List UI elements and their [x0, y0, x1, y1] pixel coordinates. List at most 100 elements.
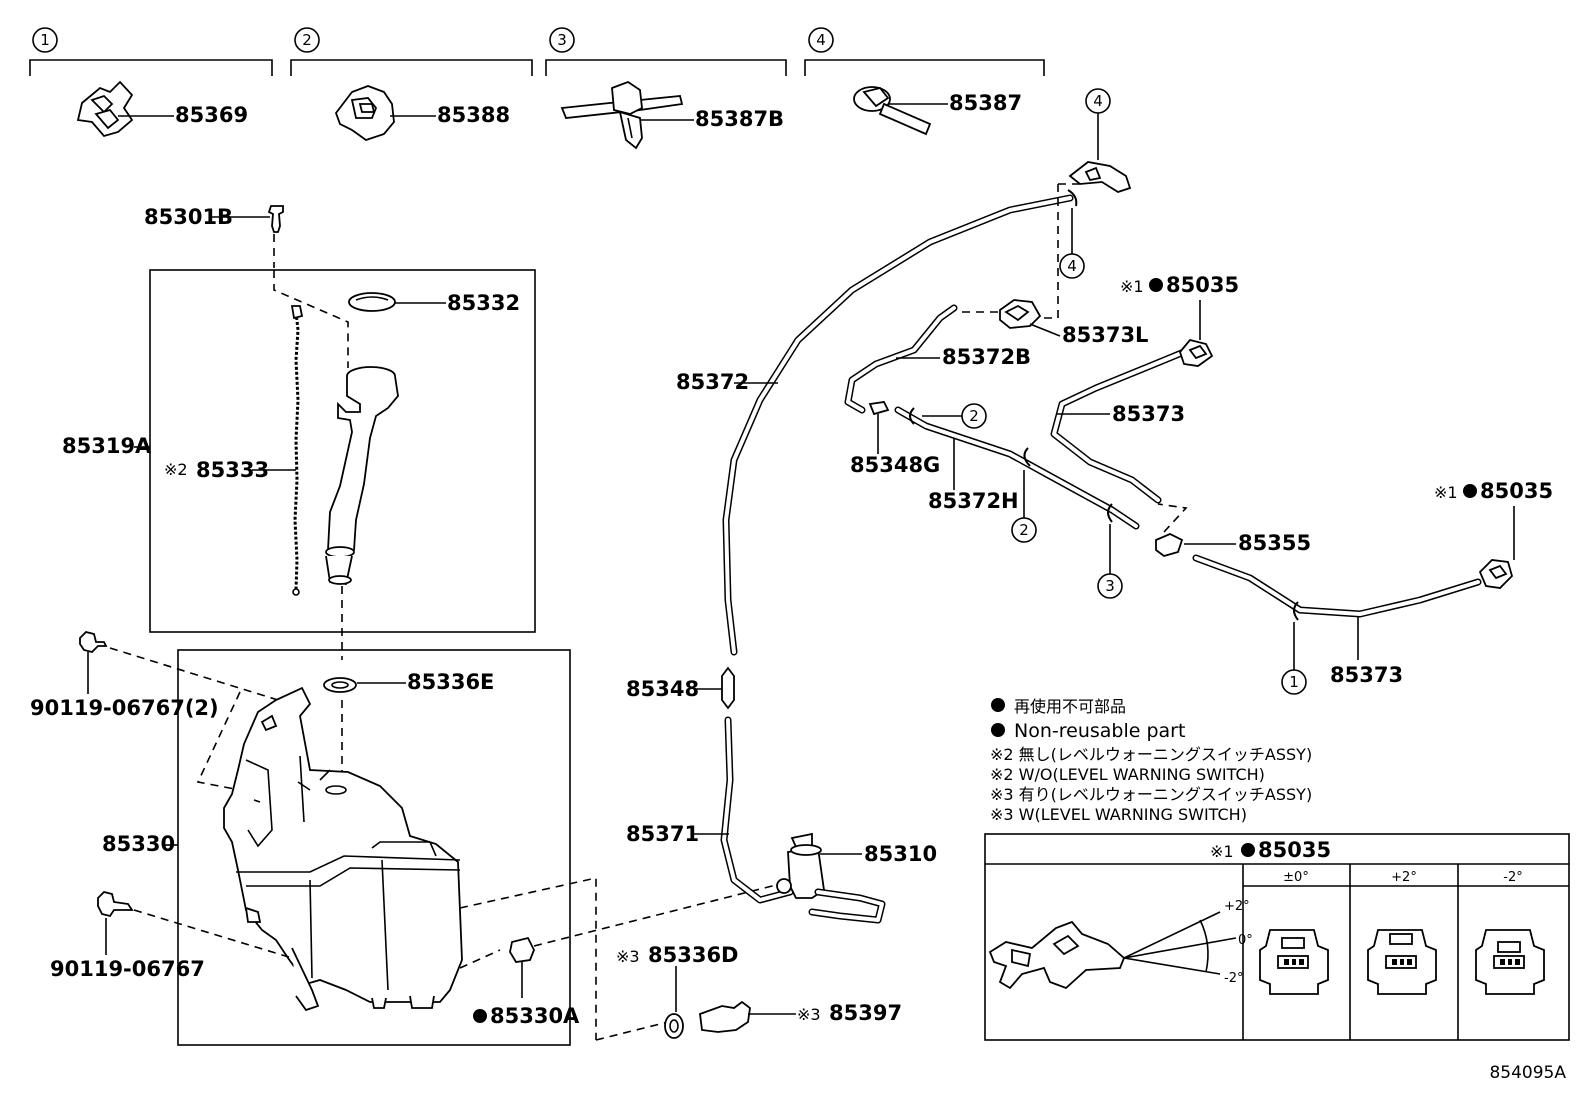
legend-line-4: ※2 W/O(LEVEL WARNING SWITCH)	[990, 765, 1265, 784]
group-bracket	[545, 59, 787, 76]
table-col-1: +2°	[1391, 870, 1417, 885]
part-label-85330A: 85330A	[490, 1004, 580, 1028]
strainer-85333-chain	[252, 305, 304, 596]
mark-85035-b: ※1	[1434, 483, 1458, 502]
clip-85387B-drawing	[560, 80, 694, 150]
part-label-85336E: 85336E	[407, 670, 494, 694]
clip-group-2: 2 85388	[290, 27, 533, 141]
group-bracket	[29, 59, 273, 76]
part-label-85372: 85372	[676, 370, 749, 394]
part-label-85336D: 85336D	[648, 943, 739, 967]
leader-dashed	[1030, 184, 1059, 319]
clip-group-1: 1 85369	[29, 27, 273, 138]
nozzle-85373L: 85373L	[999, 299, 1148, 347]
legend-line-2: Non-reusable part	[1014, 720, 1185, 742]
part-label-85035-a: 85035	[1166, 273, 1239, 297]
non-reusable-dot	[1149, 278, 1163, 292]
legend: 再使用不可部品 Non-reusable part ※2 無し(レベルウォーニン…	[990, 697, 1312, 824]
non-reusable-dot	[991, 698, 1005, 712]
part-label-85348G: 85348G	[850, 453, 940, 477]
grommet-85336E: 85336E	[323, 670, 494, 694]
hose-85371: 85371	[626, 716, 794, 904]
grommet-85330A: 85330A	[473, 936, 580, 1028]
clip-callout: 1	[1289, 673, 1299, 691]
pump-85310: 85310	[776, 832, 937, 924]
clip-85369-drawing	[76, 80, 174, 138]
clip-callout-circle	[1281, 669, 1307, 695]
part-label-85310: 85310	[864, 842, 937, 866]
clip-callout: 2	[969, 407, 979, 425]
clip-ring	[1067, 189, 1078, 207]
switch-85397: ※3 85397	[699, 1000, 902, 1033]
part-label-85319A: 85319A	[62, 434, 152, 458]
part-label-85369: 85369	[175, 103, 248, 127]
cap-85332: 85332	[348, 291, 520, 315]
hose-85372: 85372	[676, 194, 1074, 656]
group-bracket	[804, 59, 1045, 76]
clip-top-4: 4	[1068, 88, 1132, 193]
group-number: 4	[816, 31, 826, 49]
mark-85333: ※2	[164, 460, 188, 479]
leader-dashed	[109, 647, 279, 701]
group-number-circle	[808, 27, 834, 53]
bolt-90119-06767-2: 90119-06767(2)	[30, 631, 219, 720]
part-label-90119-06767-2: 90119-06767(2)	[30, 696, 219, 720]
part-label-85332: 85332	[447, 291, 520, 315]
mark-85397: ※3	[797, 1005, 821, 1024]
grommet-85336D: ※3 85336D	[616, 943, 739, 1039]
leader-dashed	[273, 270, 349, 368]
bolt-85301B: 85301B	[144, 205, 284, 233]
part-label-85355: 85355	[1238, 531, 1311, 555]
hose-85373-upper: 85373	[1050, 348, 1188, 504]
joint-85348G: 85348G	[850, 401, 940, 477]
table-col-2: -2°	[1503, 870, 1522, 885]
group-number: 1	[40, 31, 50, 49]
part-label-90119-06767: 90119-06767	[50, 957, 205, 981]
clip-callout-circle	[1097, 573, 1123, 599]
part-label-85387B: 85387B	[695, 107, 784, 131]
part-label-85333: 85333	[196, 458, 269, 482]
leader-dashed	[196, 691, 241, 791]
clip-group-3: 3 85387B	[545, 27, 787, 150]
leader-dashed	[595, 1021, 669, 1041]
legend-line-1: 再使用不可部品	[1014, 697, 1126, 716]
clip-callout: 4	[1067, 257, 1077, 275]
clip-callout-circle	[961, 403, 987, 429]
non-reusable-dot	[991, 723, 1005, 737]
clip-callout-circle	[1011, 517, 1037, 543]
clip-group-4: 4 85387	[804, 27, 1045, 136]
table-title-mark: ※1	[1210, 842, 1234, 861]
leader-dashed	[459, 949, 501, 969]
connector-0	[1259, 929, 1329, 995]
legend-line-6: ※3 W(LEVEL WARNING SWITCH)	[990, 805, 1247, 824]
non-reusable-dot	[1241, 843, 1255, 857]
legend-line-3: ※2 無し(レベルウォーニングスイッチASSY)	[990, 745, 1312, 764]
leader-dashed	[459, 877, 597, 1040]
figure-reference: 854095A	[1489, 1063, 1566, 1083]
mark-85336D: ※3	[616, 947, 640, 966]
non-reusable-dot	[473, 1009, 487, 1023]
part-label-85372H: 85372H	[928, 489, 1019, 513]
adjustment-table: ※1 85035 ±0° +2° -2° +2° 0° -2°	[984, 833, 1570, 1041]
table-frame	[984, 833, 1570, 1041]
group-number: 3	[557, 31, 567, 49]
part-label-85035-b: 85035	[1480, 479, 1553, 503]
clip-85387-drawing	[853, 86, 948, 136]
legend-line-5: ※3 有り(レベルウォーニングスイッチASSY)	[990, 785, 1312, 804]
angle-plus: +2°	[1224, 899, 1250, 914]
part-label-85388: 85388	[437, 103, 510, 127]
angle-minus: -2°	[1224, 971, 1243, 986]
clip-callout-circle	[1059, 253, 1085, 279]
connector-2	[1475, 929, 1545, 995]
table-col-0: ±0°	[1283, 870, 1309, 885]
angle-zero: 0°	[1238, 933, 1253, 948]
nozzle-85035-b: ※1 85035	[1434, 479, 1553, 589]
bolt-90119-06767: 90119-06767	[50, 891, 205, 981]
part-label-85371: 85371	[626, 822, 699, 846]
joint-85355: 85355	[1155, 531, 1311, 557]
clip-callout: 3	[1105, 577, 1115, 595]
leader-dashed	[1157, 503, 1188, 533]
tank-group-box	[177, 649, 571, 1046]
group-number-circle	[549, 27, 575, 53]
